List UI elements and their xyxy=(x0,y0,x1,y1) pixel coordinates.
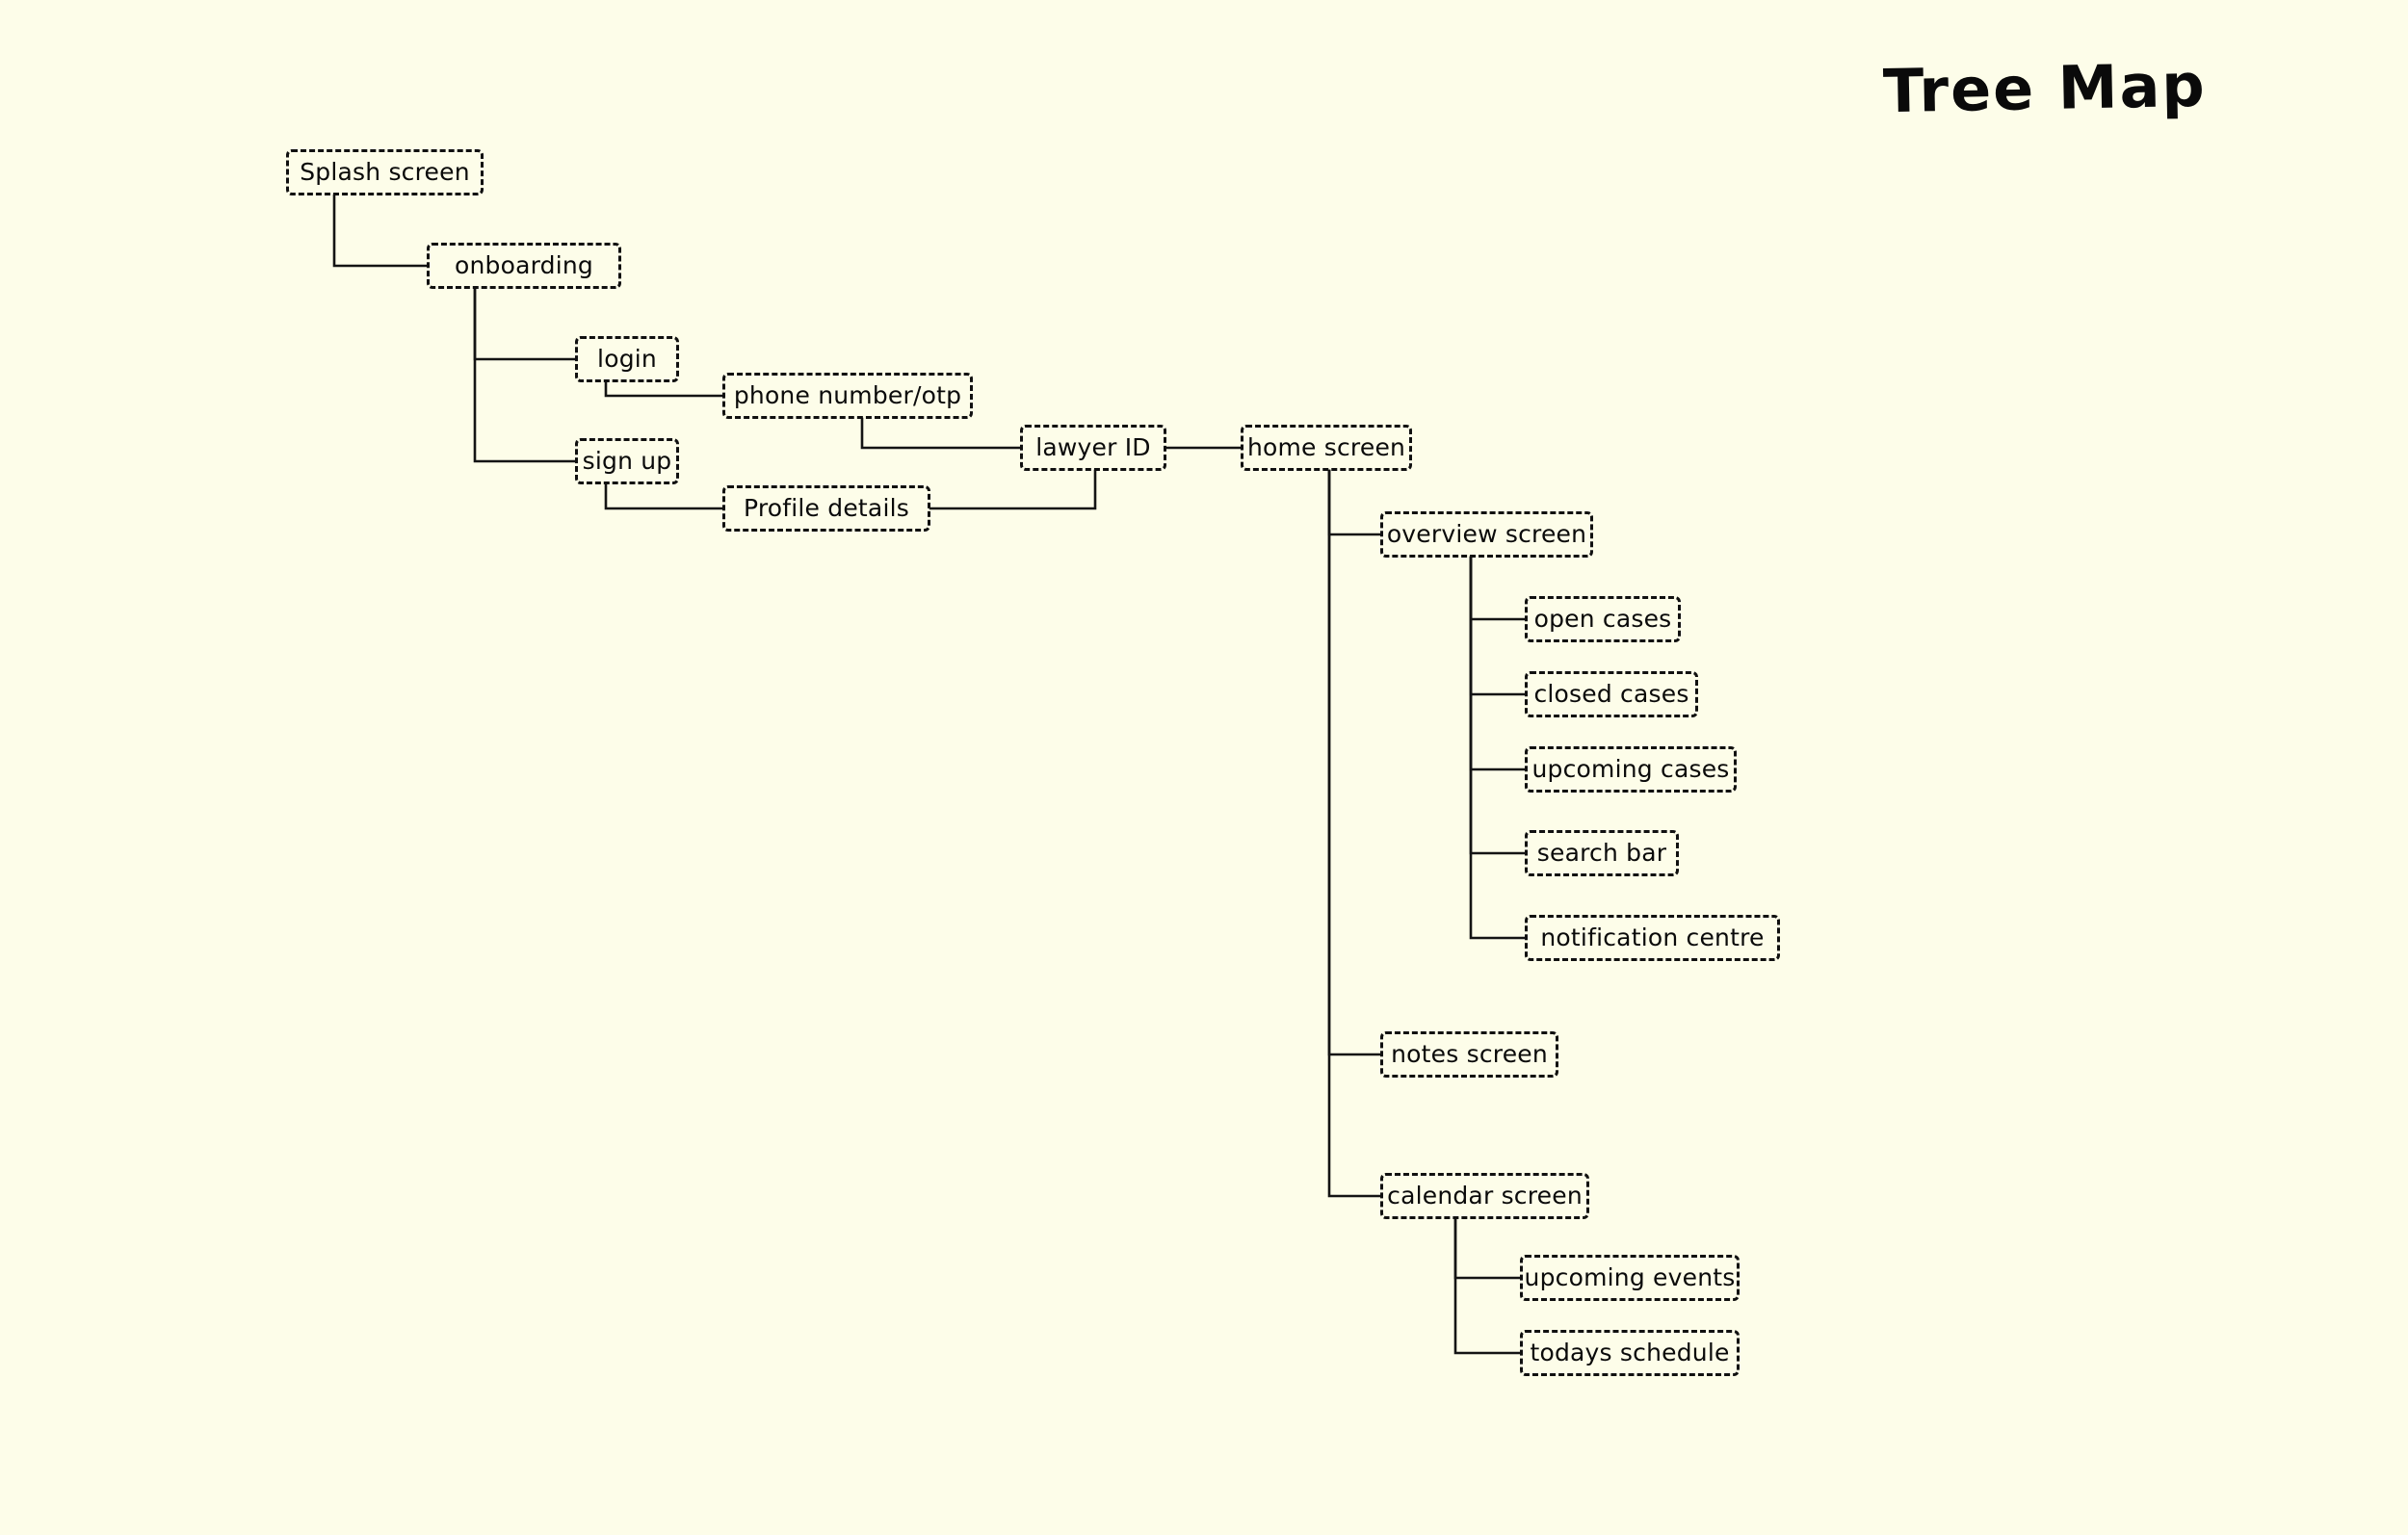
node-label: home screen xyxy=(1246,432,1406,461)
node-profile-details[interactable]: Profile details xyxy=(722,485,930,532)
node-todays-schedule[interactable]: todays schedule xyxy=(1520,1330,1740,1376)
node-label: lawyer ID xyxy=(1035,432,1151,461)
node-closed-cases[interactable]: closed cases xyxy=(1525,671,1698,717)
node-onboarding[interactable]: onboarding xyxy=(427,243,621,289)
node-label: upcoming events xyxy=(1524,1262,1736,1291)
node-label: Profile details xyxy=(744,493,909,522)
node-label: notes screen xyxy=(1391,1039,1548,1068)
node-label: login xyxy=(597,344,657,373)
node-login[interactable]: login xyxy=(575,336,679,382)
node-label: phone number/otp xyxy=(733,380,962,409)
node-upcoming-cases[interactable]: upcoming cases xyxy=(1525,746,1737,793)
node-notes-screen[interactable]: notes screen xyxy=(1380,1031,1558,1078)
node-label: onboarding xyxy=(455,250,593,279)
node-overview-screen[interactable]: overview screen xyxy=(1380,511,1593,558)
node-search-bar[interactable]: search bar xyxy=(1525,830,1679,876)
node-label: search bar xyxy=(1536,838,1667,867)
node-phone-number-otp[interactable]: phone number/otp xyxy=(722,373,973,419)
node-label: upcoming cases xyxy=(1531,754,1730,783)
node-label: open cases xyxy=(1533,604,1672,633)
node-open-cases[interactable]: open cases xyxy=(1525,596,1681,642)
node-home-screen[interactable]: home screen xyxy=(1241,425,1412,471)
node-label: Splash screen xyxy=(300,157,470,186)
node-splash-screen[interactable]: Splash screen xyxy=(286,149,484,195)
node-lawyer-id[interactable]: lawyer ID xyxy=(1020,425,1166,471)
node-label: sign up xyxy=(582,446,672,475)
page-title: Tree Map xyxy=(1882,49,2208,127)
node-label: notification centre xyxy=(1540,923,1765,951)
node-label: closed cases xyxy=(1533,679,1689,708)
node-label: overview screen xyxy=(1386,519,1587,548)
node-label: todays schedule xyxy=(1530,1338,1730,1366)
node-sign-up[interactable]: sign up xyxy=(575,438,679,484)
node-notification-centre[interactable]: notification centre xyxy=(1525,915,1780,961)
node-label: calendar screen xyxy=(1387,1181,1583,1210)
node-upcoming-events[interactable]: upcoming events xyxy=(1520,1255,1740,1301)
node-calendar-screen[interactable]: calendar screen xyxy=(1380,1173,1589,1219)
